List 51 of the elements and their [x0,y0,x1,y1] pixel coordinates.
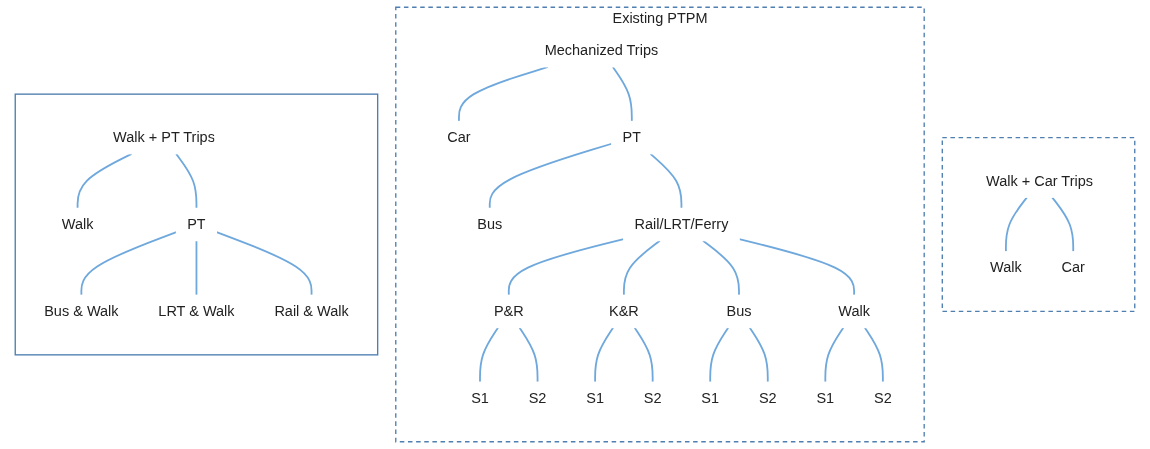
node-text: S2 [528,390,547,406]
node-text: P&R [493,303,524,319]
connector [1005,196,1028,253]
node-text: Walk [61,216,94,232]
connector [649,153,683,210]
connector [1051,196,1075,253]
node-text: PT [187,216,206,232]
connector [824,326,845,383]
connector [709,326,730,383]
node-text: Walk [990,259,1022,276]
connector [864,326,884,383]
node-text: Mechanized Trips [544,42,659,58]
node-text: Car [1061,259,1085,276]
cluster [14,93,379,356]
node-text: Walk + PT Trips [113,129,215,145]
node-text: Rail & Walk [274,303,349,319]
node-text: Walk + Car Trips [986,172,1094,189]
connector [175,153,198,210]
connector [458,66,549,123]
node-text: LRT & Walk [158,303,235,319]
node-text: Walk [838,303,870,319]
node-text: S1 [816,390,835,406]
connector [633,326,654,383]
connector [195,239,198,296]
connector [507,238,625,296]
node-text: K&R [608,303,639,319]
node-text: S2 [643,390,662,406]
connector [518,326,539,383]
node-text: PT [622,129,642,145]
connector [215,231,313,296]
connector [76,153,133,210]
connector [594,326,614,383]
connector [748,326,769,383]
node-text: S1 [586,390,604,406]
node-text: S1 [701,390,720,406]
node-text: Bus & Walk [44,303,119,319]
node-text: S1 [471,390,489,406]
connector [738,238,855,296]
connector [479,326,499,383]
connector [80,231,178,296]
connector [622,239,661,296]
node-text: S2 [874,390,892,406]
node-text: Bus [477,216,503,232]
node-text: Rail/LRT/Ferry [634,216,729,232]
connector [611,66,633,123]
node-text: S2 [758,390,777,406]
connector [488,142,613,210]
node-text: Car [447,129,471,145]
connector [702,239,740,296]
node-text: Bus [726,303,752,319]
cluster [941,136,1136,313]
